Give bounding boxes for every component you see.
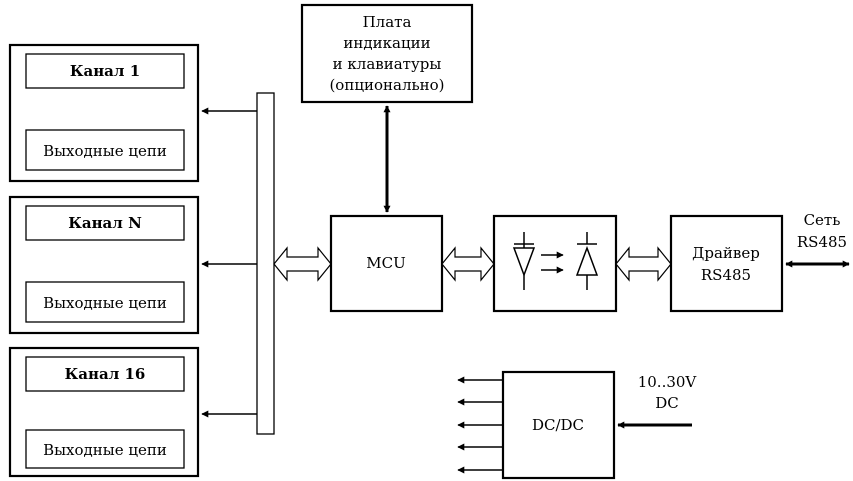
led-diode-icon [512,232,536,290]
mcu-label: MCU [366,254,405,272]
driver-label-line-1: Драйвер [692,244,760,262]
optocoupler-block [492,214,618,313]
channel-1-outputs: Выходные цепи [43,142,167,160]
power-label-line-2: DC [655,394,679,412]
network-label-line-1: Сеть [804,211,841,229]
display-board-line-2: индикации [343,34,430,52]
dcdc-output-arrows [457,376,503,474]
channel-block-n: Канал N Выходные цепи [8,195,200,335]
power-label-line-1: 10..30V [638,373,698,391]
opto-driver-hollow-arrow [615,246,672,282]
channel-n-outputs: Выходные цепи [43,294,167,312]
display-board-line-1: Плата [363,13,412,31]
channel-16-name: Канал 16 [65,365,146,383]
channel-16-outputs: Выходные цепи [43,441,167,459]
bus-mcu-hollow-arrow [273,246,332,282]
rs485-driver-block: Драйвер RS485 [669,214,784,313]
mcu-block: MCU [329,214,444,313]
dcdc-label: DC/DC [532,416,584,434]
bus-bar [256,92,275,435]
channel-block-1: Канал 1 Выходные цепи [8,43,200,183]
light-arrows-icon [541,251,564,274]
network-label-line-2: RS485 [797,233,847,251]
channel-block-16: Канал 16 Выходные цепи [8,346,200,478]
display-board-line-3: и клавиатуры [333,55,442,73]
display-board-line-4: (опционально) [329,76,444,94]
display-board: Плата индикации и клавиатуры (опциональн… [300,3,474,104]
mcu-opto-hollow-arrow [441,246,495,282]
photodiode-icon [575,232,599,290]
channel-n-name: Канал N [68,214,142,232]
dcdc-block: DC/DC [501,370,616,480]
driver-label-line-2: RS485 [701,266,751,284]
channel-1-name: Канал 1 [70,62,140,80]
